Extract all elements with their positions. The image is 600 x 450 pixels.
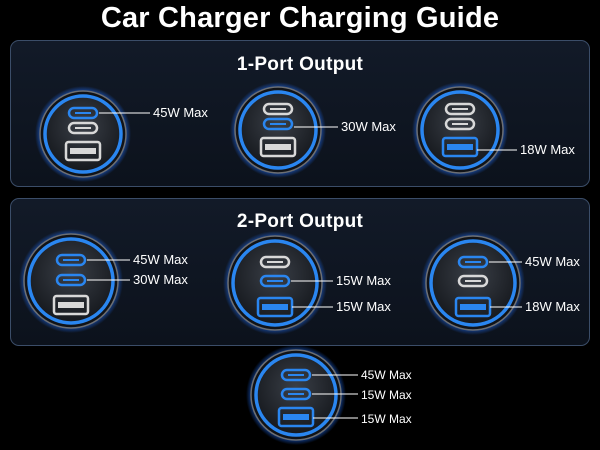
usb-a-port-icon — [259, 136, 297, 158]
usb-c-port-1-icon — [55, 253, 87, 267]
usb-c-port-1-icon — [262, 102, 294, 116]
label-all-c2: 15W Max — [361, 388, 412, 402]
charger-c2-only — [230, 82, 338, 178]
charger-c1-only — [35, 86, 150, 182]
label-c2-a-a: 15W Max — [336, 299, 391, 314]
usb-c-port-2-icon — [444, 117, 476, 131]
usb-c-port-1-icon — [457, 255, 489, 269]
charger-a-only — [412, 82, 517, 178]
label-c1-a-c1: 45W Max — [525, 254, 580, 269]
page-title: Car Charger Charging Guide — [100, 2, 500, 34]
usb-c-port-1-icon — [444, 102, 476, 116]
label-all-a: 15W Max — [361, 412, 412, 426]
charger-all-ports — [246, 345, 358, 445]
usb-a-port-icon — [52, 294, 90, 316]
usb-c-port-1-icon — [67, 106, 99, 120]
usb-a-port-icon — [64, 140, 102, 162]
charger-c1-a — [421, 231, 525, 335]
label-a-only-a: 18W Max — [520, 142, 575, 157]
usb-c-port-2-icon — [262, 117, 294, 131]
label-all-c1: 45W Max — [361, 368, 412, 382]
label-c2-only-c2: 30W Max — [341, 119, 396, 134]
label-c1-a-a: 18W Max — [525, 299, 580, 314]
charger-c2-a — [223, 231, 333, 335]
usb-a-port-icon — [441, 136, 479, 158]
usb-a-port-icon — [277, 406, 315, 428]
charger-c1-c2 — [19, 229, 130, 333]
usb-c-port-2-icon — [280, 387, 312, 401]
label-c1-c2-c1: 45W Max — [133, 252, 188, 267]
one-port-panel-title: 1-Port Output — [236, 54, 364, 75]
usb-c-port-1-icon — [259, 255, 291, 269]
usb-c-port-2-icon — [55, 273, 87, 287]
usb-c-port-2-icon — [457, 274, 489, 288]
label-c2-a-c2: 15W Max — [336, 273, 391, 288]
label-c1-c2-c2: 30W Max — [133, 272, 188, 287]
two-port-panel-title: 2-Port Output — [236, 211, 364, 232]
usb-c-port-2-icon — [67, 121, 99, 135]
label-c1-only-c1: 45W Max — [153, 105, 208, 120]
usb-c-port-2-icon — [259, 274, 291, 288]
usb-c-port-1-icon — [280, 368, 312, 382]
